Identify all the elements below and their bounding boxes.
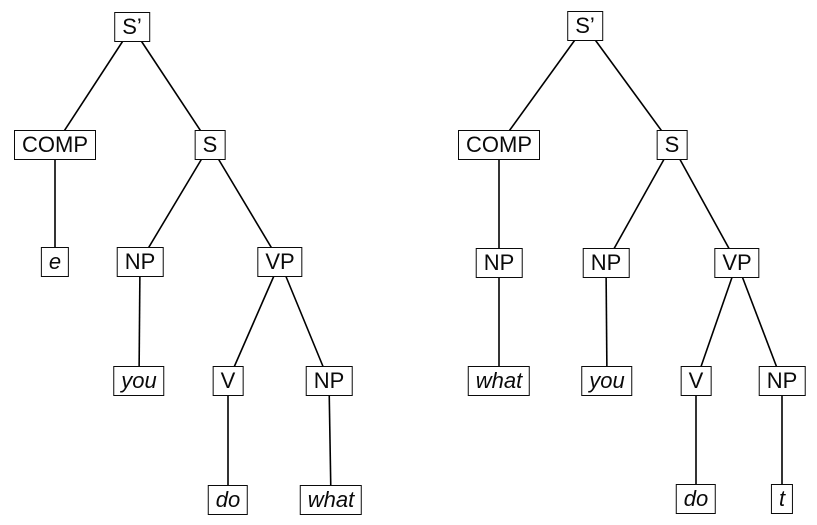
right-edge-vp-v: [695, 262, 738, 382]
right-edge-s-np: [605, 144, 673, 264]
right-node-np-subject: NP: [582, 248, 630, 278]
left-node-np-subject: NP: [116, 247, 164, 277]
right-node-comp: COMP: [458, 130, 540, 160]
left-edge-vp-np: [279, 261, 330, 382]
left-edge-s-np: [139, 144, 211, 263]
right-node-vp: VP: [714, 248, 760, 278]
right-node-t: t: [770, 484, 794, 514]
left-node-np-object: NP: [305, 366, 353, 396]
left-node-vp: VP: [257, 247, 303, 277]
right-edge-sbar-comp: [498, 25, 586, 146]
right-edge-s-vp: [671, 144, 738, 264]
left-node-comp: COMP: [14, 130, 96, 160]
right-edge-sbar-s: [584, 25, 673, 146]
right-node-np-object: NP: [758, 366, 806, 396]
left-node-e: e: [40, 247, 70, 277]
left-edge-sbar-s: [131, 26, 211, 146]
left-node-s: S: [194, 130, 226, 160]
right-node-do: do: [675, 484, 717, 514]
right-edge-vp-np: [736, 262, 783, 382]
right-node-np-comp: NP: [475, 248, 523, 278]
left-node-v: V: [212, 366, 244, 396]
right-node-v: V: [680, 366, 712, 396]
left-node-s-bar: S’: [114, 12, 150, 42]
right-node-s: S: [656, 130, 688, 160]
left-node-do: do: [207, 485, 249, 515]
right-node-s-bar: S’: [567, 11, 603, 41]
right-node-what: what: [467, 366, 531, 396]
left-node-you: you: [113, 366, 165, 396]
left-node-what: what: [299, 485, 363, 515]
right-edge-np-you: [605, 262, 608, 382]
right-node-you: you: [581, 366, 633, 396]
left-edge-sbar-comp: [54, 26, 133, 146]
left-edge-np-you: [138, 261, 141, 382]
left-edge-np-what: [328, 380, 332, 501]
left-edge-vp-v: [227, 261, 281, 382]
left-edge-s-vp: [209, 144, 281, 263]
